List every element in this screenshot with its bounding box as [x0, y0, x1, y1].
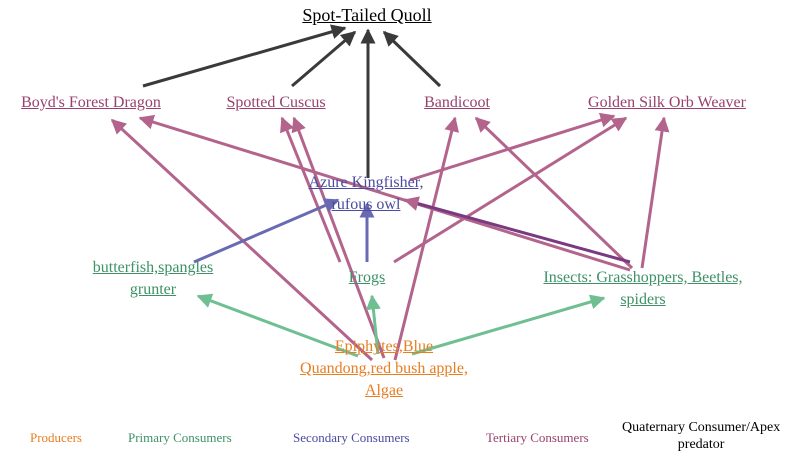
legend-secondary-consumers: Secondary Consumers [293, 430, 410, 445]
arrow-producers-to-cuscus [291, 116, 386, 359]
legend-producers: Producers [30, 430, 82, 445]
node-label-line-1: butterfish,spangles [92, 259, 214, 276]
arrow-insects-to-bandicoot [474, 116, 634, 270]
legend-apex-predator: Quaternary Consumer/Apex predator [622, 419, 780, 453]
arrow-producers-to-frogs [365, 294, 381, 355]
node-label-line-2: spiders [620, 291, 666, 308]
node-spot-tailed-quoll[interactable]: Spot-Tailed Quoll [302, 4, 431, 26]
arrow-cuscus-to-quoll [291, 30, 357, 88]
node-bandicoot[interactable]: Bandicoot [424, 92, 490, 114]
arrow-insects-to-kingfisher [403, 196, 631, 264]
legend-tertiary-consumers: Tertiary Consumers [486, 430, 589, 445]
arrow-kingfisher-to-weaver [409, 112, 616, 182]
legend-primary-consumers: Primary Consumers [128, 430, 232, 445]
node-label: Boyd's Forest Dragon [21, 94, 161, 111]
arrow-insects-to-dragon [138, 114, 631, 272]
arrow-producers-to-insects [411, 294, 606, 356]
node-frogs[interactable]: Frogs [349, 267, 385, 289]
node-producers[interactable]: Epiphytes,Blue Quandong,red bush apple, … [300, 336, 468, 402]
arrow-producers-to-butterfish [196, 293, 359, 358]
node-label: Spot-Tailed Quoll [302, 5, 432, 25]
arrow-frogs-to-cuscus [280, 116, 342, 263]
node-label-line-1: Insects: Grasshoppers, Beetles, [543, 269, 743, 286]
node-label: Frogs [348, 269, 386, 286]
arrow-insects-to-weaver [640, 116, 670, 269]
legend-apex-line-2: predator [677, 437, 725, 452]
node-insects[interactable]: Insects: Grasshoppers, Beetles, spiders [543, 267, 742, 311]
node-label: Bandicoot [424, 94, 490, 111]
node-butterfish-spangles-grunter[interactable]: butterfish,spangles grunter [93, 257, 213, 301]
node-label-line-2: grunter [129, 281, 177, 298]
legend-apex-line-1: Quaternary Consumer/Apex [622, 420, 781, 435]
node-label-line-1: Epiphytes,Blue [334, 338, 434, 355]
node-label-line-2: Quandong,red bush apple, [300, 360, 468, 377]
node-azure-kingfisher-rufous-owl[interactable]: Azure Kingfisher, rufous owl [309, 172, 424, 216]
arrow-butterfish-to-kingfisher [193, 198, 340, 264]
node-label-line-1: Azure Kingfisher, [308, 174, 424, 191]
arrow-bandicoot-to-quoll [382, 30, 442, 88]
node-label-line-3: Algae [364, 382, 404, 399]
node-label: Golden Silk Orb Weaver [588, 94, 746, 111]
node-label: Spotted Cuscus [226, 94, 326, 111]
node-boyds-forest-dragon[interactable]: Boyd's Forest Dragon [21, 92, 161, 114]
node-golden-silk-orb-weaver[interactable]: Golden Silk Orb Weaver [588, 92, 746, 114]
node-label-line-2: rufous owl [331, 196, 401, 213]
arrow-producers-to-bandicoot [393, 116, 460, 361]
arrow-dragon-to-quoll [142, 24, 347, 88]
node-spotted-cuscus[interactable]: Spotted Cuscus [226, 92, 325, 114]
arrow-frogs-to-weaver [393, 116, 628, 264]
